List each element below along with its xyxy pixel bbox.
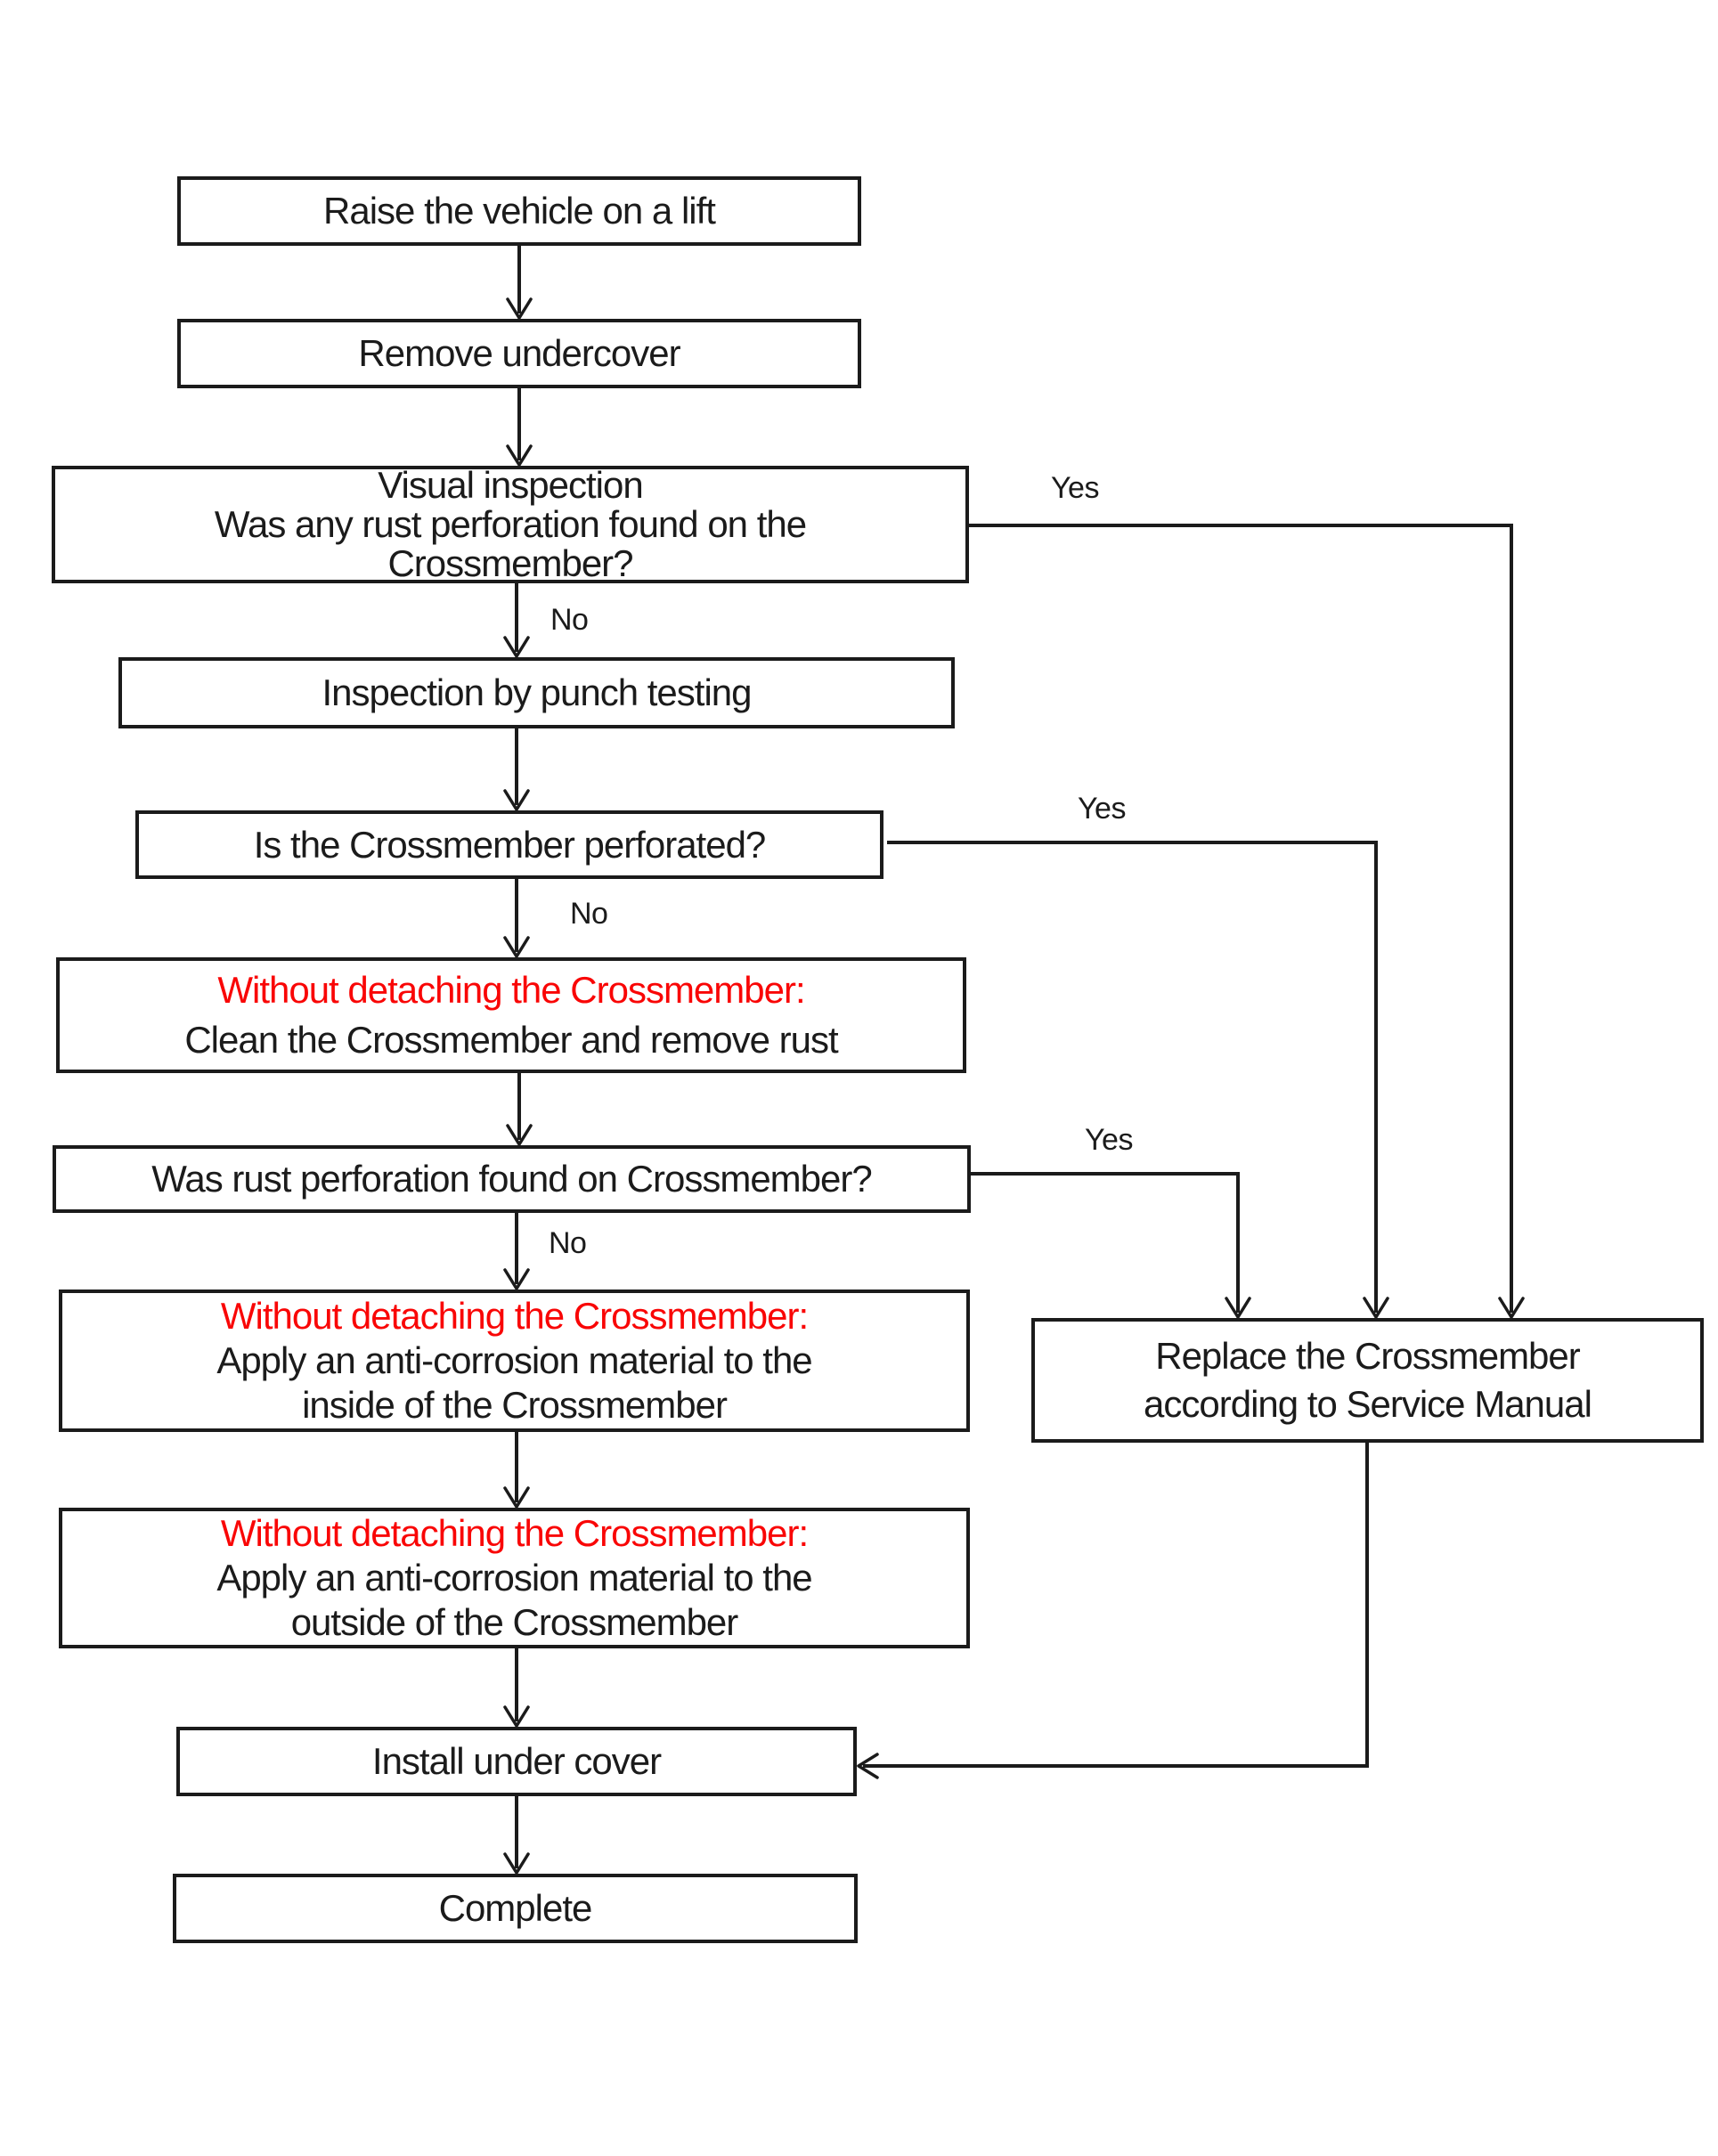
arrow-visual-no-to-punch	[503, 583, 530, 658]
node-clean-crossmember-heading: Without detaching the Crossmember:	[217, 969, 805, 1011]
edge-label-perforated-no: No	[570, 897, 608, 931]
node-complete: Complete	[173, 1874, 858, 1943]
edge-label-rust-no: No	[549, 1226, 587, 1260]
node-raise-vehicle-label: Raise the vehicle on a lift	[323, 190, 716, 232]
node-apply-outside-body-line1: Apply an anti-corrosion material to the	[216, 1557, 812, 1599]
node-replace-crossmember-line2: according to Service Manual	[1144, 1383, 1592, 1425]
arrow-perforated-no-to-clean	[503, 879, 530, 958]
node-punch-testing: Inspection by punch testing	[118, 657, 955, 728]
node-replace-crossmember: Replace the Crossmember according to Ser…	[1031, 1318, 1704, 1443]
node-replace-crossmember-line1: Replace the Crossmember	[1155, 1335, 1581, 1377]
arrow-install-to-complete	[503, 1796, 530, 1875]
edge-label-rust-yes: Yes	[1085, 1123, 1133, 1157]
edge-label-visual-no: No	[550, 603, 589, 637]
node-rust-found-question-label: Was rust perforation found on Crossmembe…	[151, 1158, 872, 1200]
node-visual-inspection-line2: Was any rust perforation found on the	[214, 503, 807, 545]
node-apply-inside-body-line1: Apply an anti-corrosion material to the	[216, 1339, 812, 1381]
node-apply-outside: Without detaching the Crossmember: Apply…	[59, 1508, 970, 1648]
node-install-undercover: Install under cover	[176, 1727, 857, 1796]
node-remove-undercover-label: Remove undercover	[358, 332, 680, 374]
arrow-rustfound-no-to-inside	[503, 1213, 530, 1290]
arrow-raise-to-remove	[506, 246, 533, 320]
node-apply-outside-body-line2: outside of the Crossmember	[290, 1601, 739, 1643]
arrow-outside-to-install	[503, 1648, 530, 1728]
node-apply-inside-heading: Without detaching the Crossmember:	[220, 1295, 809, 1337]
arrow-punch-to-perforated	[503, 728, 530, 811]
arrow-inside-to-outside	[503, 1432, 530, 1509]
node-punch-testing-label: Inspection by punch testing	[322, 671, 752, 713]
node-perforated-question-label: Is the Crossmember perforated?	[253, 823, 767, 866]
arrow-visual-yes-to-replace	[969, 524, 1525, 1319]
node-perforated-question: Is the Crossmember perforated?	[135, 810, 883, 879]
node-visual-inspection-line1: Visual inspection	[378, 464, 643, 506]
node-clean-crossmember-body: Clean the Crossmember and remove rust	[184, 1019, 838, 1061]
arrow-clean-to-rustfound	[506, 1073, 533, 1146]
node-complete-label: Complete	[438, 1887, 593, 1929]
node-raise-vehicle: Raise the vehicle on a lift	[177, 176, 861, 246]
arrow-replace-to-install	[857, 1443, 1369, 1779]
node-install-undercover-label: Install under cover	[371, 1740, 662, 1782]
node-clean-crossmember: Without detaching the Crossmember: Clean…	[56, 957, 966, 1073]
node-apply-outside-heading: Without detaching the Crossmember:	[220, 1512, 809, 1554]
arrow-rustfound-yes-to-replace	[971, 1172, 1251, 1319]
node-apply-inside-body-line2: inside of the Crossmember	[302, 1384, 728, 1426]
node-visual-inspection-line3: Crossmember?	[387, 542, 633, 584]
edge-label-visual-yes: Yes	[1051, 471, 1099, 505]
node-rust-found-question: Was rust perforation found on Crossmembe…	[53, 1145, 971, 1213]
arrow-perforated-yes-to-replace	[887, 841, 1389, 1319]
arrow-remove-to-visual	[506, 388, 533, 467]
node-apply-inside: Without detaching the Crossmember: Apply…	[59, 1290, 970, 1432]
node-visual-inspection: Visual inspection Was any rust perforati…	[52, 466, 969, 583]
edge-label-perforated-yes: Yes	[1078, 792, 1126, 826]
node-remove-undercover: Remove undercover	[177, 319, 861, 388]
